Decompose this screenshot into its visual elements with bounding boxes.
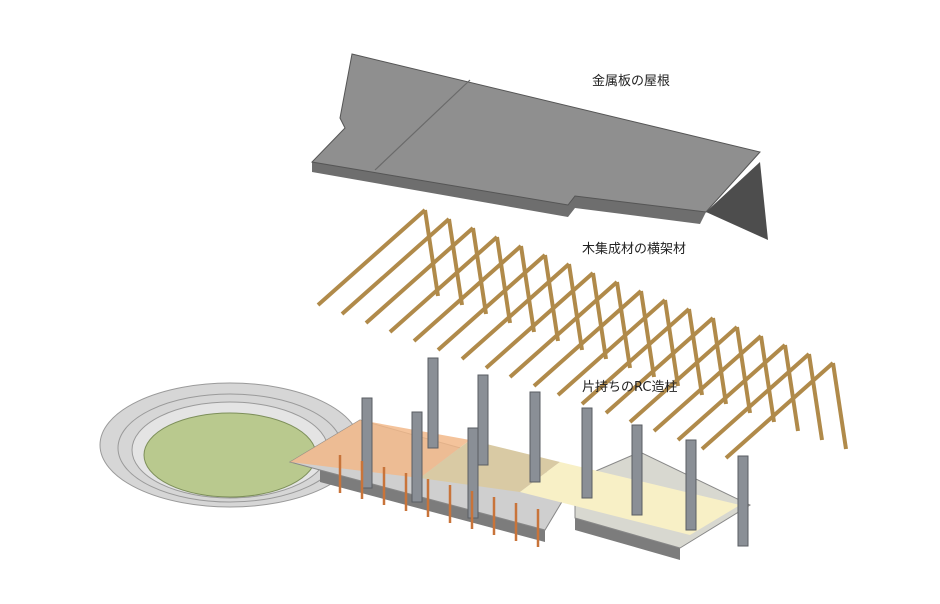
floor-cream: [520, 462, 740, 535]
rc-column: [361, 397, 373, 489]
rc-column: [427, 357, 439, 449]
beam-post: [639, 290, 656, 378]
beam-post: [423, 209, 440, 297]
roof-gable-side: [706, 162, 768, 240]
columns-label: 片持ちのRC造柱: [582, 380, 678, 395]
beam-rafter: [436, 253, 547, 352]
roof-top: [310, 53, 761, 213]
rc-column: [631, 424, 643, 516]
floor-orange: [290, 420, 470, 478]
beam-rafter: [580, 307, 691, 406]
beam-post: [831, 362, 848, 450]
beam-post: [687, 308, 704, 396]
beam-rafter: [316, 208, 427, 307]
beam-post: [711, 317, 728, 405]
beam-rafter: [412, 244, 523, 343]
timber-posts: [338, 455, 540, 547]
beam-rafter: [484, 271, 595, 370]
beam-rafter: [508, 280, 619, 379]
beam-post: [591, 272, 608, 360]
beam-rafter: [460, 262, 571, 361]
rc-column: [737, 455, 749, 547]
beam-post: [735, 326, 752, 414]
timber-beams: [316, 208, 848, 460]
beam-post: [807, 353, 824, 441]
beam-rafter: [628, 325, 739, 424]
beam-post: [783, 344, 800, 432]
rc-column: [411, 411, 423, 503]
stadium-bowl: [99, 382, 361, 508]
slab-right-front: [575, 518, 680, 560]
beam-rafter: [556, 298, 667, 397]
beam-post: [495, 236, 512, 324]
rc-column: [477, 374, 489, 466]
beam-rafter: [388, 235, 499, 334]
rc-column: [685, 439, 697, 531]
beam-rafter: [700, 352, 811, 451]
beam-rafter: [604, 316, 715, 415]
roof-label: 金属板の屋根: [592, 74, 671, 89]
beam-rafter: [652, 334, 763, 433]
beam-post: [519, 245, 536, 333]
metal-roof: [310, 53, 768, 240]
foundation-slab: [288, 419, 752, 560]
beam-rafter: [676, 343, 787, 442]
field: [143, 412, 317, 498]
beam-rafter: [340, 217, 451, 316]
beam-rafter: [532, 289, 643, 388]
beam-post: [471, 227, 488, 315]
beam-rafter: [364, 226, 475, 325]
beam-post: [447, 218, 464, 306]
beam-post: [543, 254, 560, 342]
roof-edge: [312, 162, 706, 224]
floor-tan: [420, 440, 560, 492]
beam-post: [567, 263, 584, 351]
rc-column: [581, 407, 593, 499]
roof-seam: [374, 79, 471, 171]
beams-label: 木集成材の横架材: [582, 242, 687, 257]
beam-rafter: [724, 361, 835, 460]
beam-post: [663, 299, 680, 387]
beam-post: [615, 281, 632, 369]
beam-post: [759, 335, 776, 423]
slab-left-front: [320, 470, 545, 542]
rc-columns: [361, 357, 749, 547]
rc-column: [529, 391, 541, 483]
